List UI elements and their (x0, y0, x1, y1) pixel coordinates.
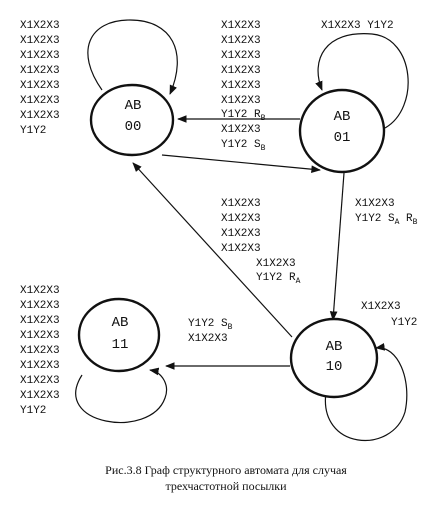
state-11: AB 11 (77, 297, 161, 373)
edge-00-to-01 (161, 154, 321, 174)
state-00-label-top: AB (125, 98, 142, 114)
svg-text:X1X2X3: X1X2X3 (221, 198, 261, 210)
edge-01-to-10 (329, 172, 345, 321)
svg-text:X1X2X3: X1X2X3 (20, 375, 60, 387)
svg-text:X1X2X3: X1X2X3 (221, 228, 261, 240)
state-01: AB 01 (298, 88, 386, 174)
svg-text:X1X2X3: X1X2X3 (221, 95, 261, 107)
edge-10-to-00 (132, 162, 293, 338)
state-00: AB 00 (89, 83, 175, 157)
svg-text:Y1Y2 SB: Y1Y2 SB (221, 139, 266, 153)
edge-10-to-11-conditions: Y1Y2 SB X1X2X3 (188, 318, 233, 345)
svg-text:Y1Y2: Y1Y2 (20, 405, 46, 417)
loop-01 (315, 33, 409, 129)
svg-text:X1X2X3: X1X2X3 (221, 80, 261, 92)
edge-01-to-10-conditions: X1X2X3 Y1Y2 SA RB (355, 198, 418, 227)
loop-11-conditions: X1X2X3 X1X2X3 X1X2X3 X1X2X3 X1X2X3 X1X2X… (20, 285, 60, 417)
svg-text:X1X2X3: X1X2X3 (20, 330, 60, 342)
svg-text:X1X2X3: X1X2X3 (20, 360, 60, 372)
svg-text:X1X2X3: X1X2X3 (20, 65, 60, 77)
svg-text:X1X2X3: X1X2X3 (20, 110, 60, 122)
svg-text:Y1Y2 RB: Y1Y2 RB (221, 109, 266, 123)
svg-text:X1X2X3: X1X2X3 (20, 95, 60, 107)
svg-text:Y1Y2: Y1Y2 (391, 317, 417, 329)
svg-text:X1X2X3: X1X2X3 (221, 35, 261, 47)
figure-caption-line2: трехчастотной посылки (165, 479, 287, 493)
svg-text:X1X2X3: X1X2X3 (20, 35, 60, 47)
loop-11 (75, 367, 168, 424)
svg-text:Y1Y2 SA RB: Y1Y2 SA RB (355, 213, 418, 227)
figure-caption-line1: Рис.3.8 Граф структурного автомата для с… (105, 463, 347, 477)
svg-text:X1X2X3: X1X2X3 (256, 258, 296, 270)
state-11-label-top: AB (112, 315, 129, 331)
loop-10 (324, 343, 408, 442)
loop-01-conditions: X1X2X3 Y1Y2 (321, 20, 394, 32)
loop-00 (87, 19, 178, 95)
state-00-label-code: 00 (125, 119, 142, 135)
svg-text:X1X2X3: X1X2X3 (221, 20, 261, 32)
state-11-label-code: 11 (112, 337, 129, 353)
svg-text:X1X2X3: X1X2X3 (20, 390, 60, 402)
svg-text:X1X2X3: X1X2X3 (20, 80, 60, 92)
svg-text:X1X2X3: X1X2X3 (20, 20, 60, 32)
svg-text:X1X2X3: X1X2X3 (20, 345, 60, 357)
svg-text:X1X2X3: X1X2X3 (20, 50, 60, 62)
state-01-label-code: 01 (334, 130, 351, 146)
svg-text:Y1Y2 SB: Y1Y2 SB (188, 318, 233, 332)
svg-text:Y1Y2 RA: Y1Y2 RA (256, 272, 301, 286)
svg-text:X1X2X3: X1X2X3 (20, 300, 60, 312)
svg-text:X1X2X3: X1X2X3 (221, 50, 261, 62)
svg-text:X1X2X3: X1X2X3 (355, 198, 395, 210)
edge-01-to-00-conditions: X1X2X3 X1X2X3 X1X2X3 X1X2X3 X1X2X3 X1X2X… (221, 20, 266, 123)
svg-text:X1X2X3: X1X2X3 (221, 213, 261, 225)
svg-text:X1X2X3: X1X2X3 (221, 124, 261, 136)
loop-10-conditions: X1X2X3 Y1Y2 (361, 301, 417, 329)
svg-text:X1X2X3: X1X2X3 (188, 333, 228, 345)
svg-text:X1X2X3: X1X2X3 (221, 243, 261, 255)
edge-10-to-00-conditions: X1X2X3 X1X2X3 X1X2X3 X1X2X3 X1X2X3 Y1Y2 … (221, 198, 301, 286)
state-10-label-top: AB (326, 339, 343, 355)
svg-text:X1X2X3: X1X2X3 (20, 285, 60, 297)
state-10-label-code: 10 (326, 359, 343, 375)
state-01-label-top: AB (334, 109, 351, 125)
svg-text:Y1Y2: Y1Y2 (20, 125, 46, 137)
state-10: AB 10 (289, 317, 379, 399)
svg-text:X1X2X3: X1X2X3 (20, 315, 60, 327)
loop-00-conditions: X1X2X3 X1X2X3 X1X2X3 X1X2X3 X1X2X3 X1X2X… (20, 20, 60, 137)
svg-text:X1X2X3: X1X2X3 (361, 301, 401, 313)
svg-text:X1X2X3: X1X2X3 (221, 65, 261, 77)
edge-00-to-01-conditions: X1X2X3 Y1Y2 SB (221, 124, 266, 153)
